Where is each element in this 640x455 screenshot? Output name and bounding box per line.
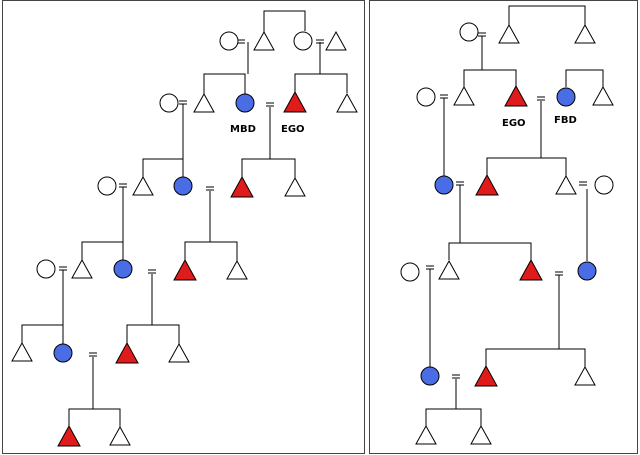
- female-node-highlighted: [577, 261, 597, 281]
- female-node-highlighted: [173, 176, 193, 196]
- male-node: [132, 175, 154, 196]
- female-node: [416, 87, 436, 107]
- fbd-node: [556, 87, 576, 107]
- male-node-highlighted: [57, 424, 81, 447]
- male-node-highlighted: [475, 173, 499, 196]
- male-node: [325, 30, 347, 51]
- male-node-highlighted: [173, 258, 197, 281]
- male-node: [71, 258, 93, 279]
- fbd-label: FBD: [554, 115, 577, 126]
- male-node: [109, 425, 131, 446]
- female-node: [459, 22, 479, 42]
- female-node-highlighted: [434, 175, 454, 195]
- ego-node: [504, 84, 528, 107]
- right-kinship-panel: EGO FBD: [369, 0, 638, 454]
- ego-label: EGO: [281, 124, 305, 135]
- male-node-highlighted: [230, 175, 254, 198]
- male-node: [253, 30, 275, 51]
- female-node: [400, 262, 420, 282]
- male-node: [193, 92, 215, 113]
- ego-label: EGO: [502, 118, 526, 129]
- male-node-highlighted: [474, 364, 498, 387]
- female-node-highlighted: [113, 259, 133, 279]
- mbd-node: [235, 93, 255, 113]
- male-node: [415, 424, 437, 445]
- right-kinship-diagram: EGO FBD: [400, 5, 614, 445]
- male-node-highlighted: [519, 258, 543, 281]
- female-node-highlighted: [420, 366, 440, 386]
- male-node: [555, 174, 577, 195]
- male-node: [226, 259, 248, 280]
- female-node: [36, 259, 56, 279]
- female-node: [293, 31, 313, 51]
- male-node-highlighted: [115, 341, 139, 364]
- female-node: [594, 175, 614, 195]
- female-node: [159, 93, 179, 113]
- mbd-label: MBD: [230, 124, 256, 135]
- male-node: [498, 23, 520, 44]
- female-node: [219, 31, 239, 51]
- male-node: [11, 341, 33, 362]
- female-node: [97, 176, 117, 196]
- male-node: [470, 424, 492, 445]
- male-node: [574, 365, 596, 386]
- left-kinship-panel: MBD EGO: [2, 0, 365, 454]
- left-kinship-diagram: MBD EGO: [11, 10, 358, 447]
- male-node: [592, 85, 614, 106]
- male-node: [284, 176, 306, 197]
- female-node-highlighted: [53, 343, 73, 363]
- male-node: [168, 342, 190, 363]
- ego-node: [283, 90, 307, 113]
- male-node: [336, 92, 358, 113]
- male-node: [438, 259, 460, 280]
- male-node: [453, 85, 475, 106]
- male-node: [574, 23, 596, 44]
